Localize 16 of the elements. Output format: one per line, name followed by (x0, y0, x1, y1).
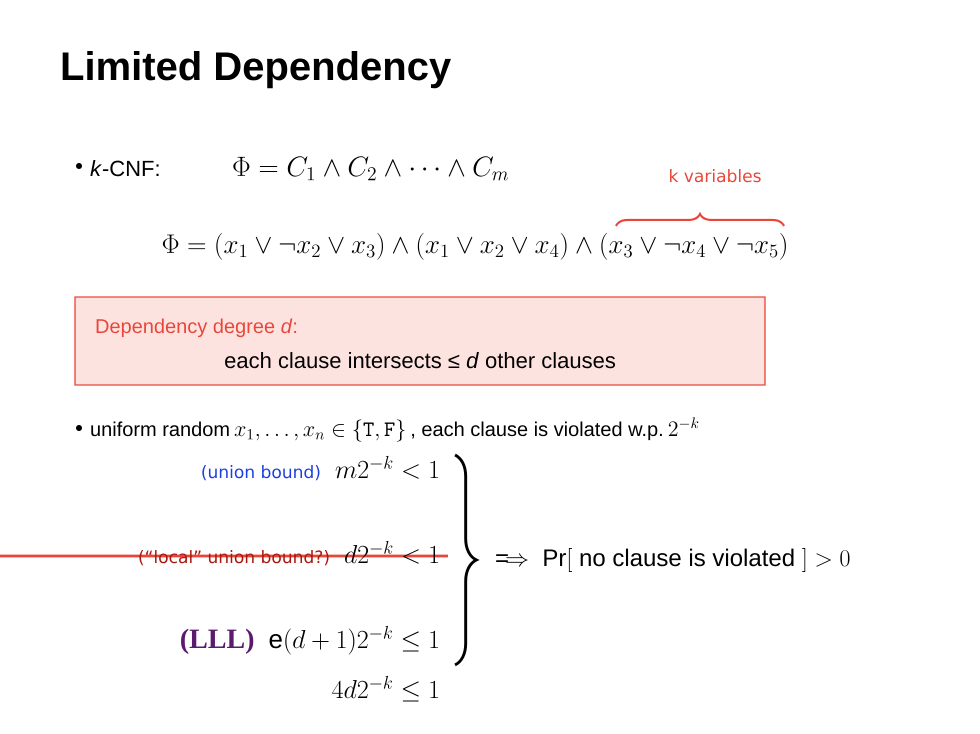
slide-title: Limited Dependency (62, 51, 451, 88)
formula: $\Phi = (x_1 \vee \neg x_2 \vee x_3) \wedge (x_1 \vee x_2 \vee x_4) \wedge (x_3 \vee \neg x_4 \vee \neg x_5)$ (162, 232, 786, 260)
condition-label: (LLL) (181, 628, 254, 654)
bullet-text: k-CNF: (90, 160, 159, 176)
formula: $\mathrm{e}(d+1)2^{-k} \le 1$ (270, 626, 438, 654)
formula: $\Phi = C_1 \wedge C_2 \wedge \cdots \wedge C_m$ (233, 156, 508, 180)
formula: $m2^{-k} < 1$ (336, 456, 438, 479)
formula: $4d2^{-k} \le 1$ (332, 676, 438, 702)
formula: $x_1, \ldots, x_n \in \{\mathtt{T}, \mathtt{F}\}$ (234, 420, 405, 442)
condition-label: (union bound) (202, 465, 320, 480)
bullet-text: , each clause is violated w.p. (412, 422, 662, 440)
formula: $2^{-k}$ (668, 417, 698, 436)
bullet-text: uniform random (91, 422, 229, 436)
definition-box: Dependency degree d: each clause intersects ≤ d other clauses (74, 296, 766, 386)
formula: $\Longrightarrow\;\Pr[\text{ no clause is violated }] > 0$ (496, 548, 850, 572)
handwritten-note: k variables (670, 169, 761, 182)
